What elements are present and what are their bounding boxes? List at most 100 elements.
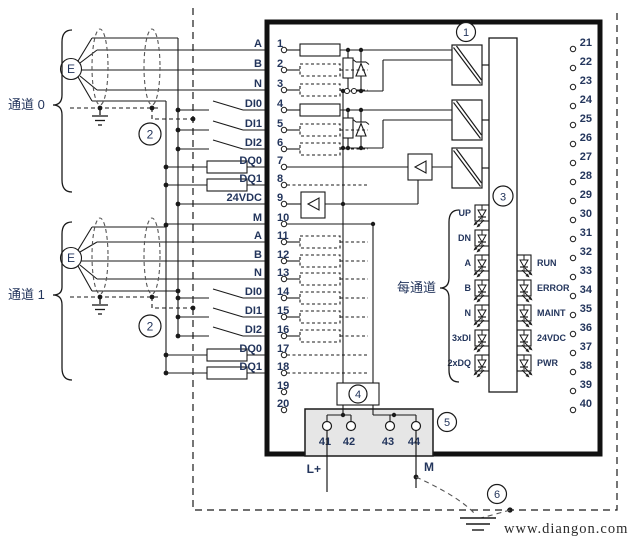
terminal-circle-38: [569, 368, 577, 376]
external-components: [166, 100, 265, 380]
terminal-label-8: DQ1: [239, 173, 262, 185]
terminal-circle-14: [280, 294, 288, 302]
terminal-label-18: DQ1: [239, 361, 262, 373]
input-filter-box-dashed: [299, 254, 341, 268]
pin-number-39: 39: [580, 379, 592, 391]
encoder0-label: E: [67, 62, 75, 76]
channel0-label: 通道 0: [8, 97, 45, 112]
led-label-MAINT: MAINT: [537, 308, 566, 318]
callout-5: 5: [444, 417, 450, 429]
power-terminal-44: 44: [408, 436, 421, 448]
pin-number-17: 17: [277, 343, 289, 355]
per-channel-label: 每通道: [397, 280, 436, 295]
ground-symbol-ch1: [92, 297, 108, 315]
terminal-label-9: 24VDC: [227, 192, 263, 204]
pin-number-2: 2: [277, 58, 283, 70]
pin-number-7: 7: [277, 155, 283, 167]
pin-number-9: 9: [277, 192, 283, 204]
terminal-circle-11: [280, 238, 288, 246]
pin-number-4: 4: [277, 98, 284, 110]
callout-3: 3: [500, 192, 506, 204]
pin-number-18: 18: [277, 361, 289, 373]
pin-number-22: 22: [580, 56, 592, 68]
wire: [212, 120, 244, 131]
input-filter-box-dashed: [299, 272, 341, 286]
terminal-label-16: DI2: [245, 324, 262, 336]
terminal-circle-6: [280, 145, 288, 153]
wire: [212, 326, 244, 337]
terminal-circle-7: [280, 163, 288, 171]
pin-number-10: 10: [277, 212, 289, 224]
pin-number-8: 8: [277, 173, 283, 185]
channel1-encoder: [59, 226, 265, 292]
left-terminal-pins: 1A2B3N4DI05DI16DI27DQ08DQ1924VDC10M11A12…: [227, 38, 290, 414]
wire: [212, 100, 244, 111]
callout-6: 6: [494, 489, 500, 501]
pin-number-15: 15: [277, 305, 289, 317]
link-circle-b: [351, 88, 357, 94]
terminal-circle-31: [569, 235, 577, 243]
terminal-circle-8: [280, 181, 288, 189]
power-dot-right: [391, 412, 397, 418]
terminal-circle-33: [569, 273, 577, 281]
led-label-ERROR: ERROR: [537, 283, 570, 293]
terminal-circle-5: [280, 126, 288, 134]
terminal-label-10: M: [253, 212, 262, 224]
power-dot-left: [340, 412, 346, 418]
pin-number-40: 40: [580, 398, 592, 410]
power-terminal-numbers: 41 42 43 44: [319, 436, 421, 448]
power-terminal-42: 42: [343, 436, 355, 448]
input-filter-box: [299, 103, 341, 117]
pin-number-21: 21: [580, 37, 592, 49]
led-label-A: A: [465, 258, 472, 268]
terminal-circle-40: [569, 406, 577, 414]
braces: [52, 29, 460, 383]
terminal-label-12: B: [254, 249, 262, 261]
terminal-circle-22: [569, 64, 577, 72]
outer-ground-boundary: [192, 8, 618, 511]
input-filter-box-dashed: [299, 142, 341, 156]
sensor-supply-driver: [287, 191, 418, 219]
power-terminal-block: [304, 408, 434, 457]
l-plus-label: L+: [307, 462, 321, 476]
pin-number-35: 35: [580, 303, 592, 315]
input-filter-box-dashed: [299, 310, 341, 324]
pin-number-38: 38: [580, 360, 592, 372]
encoder1-label: E: [67, 251, 75, 265]
shield-dot-ch1-b: [149, 294, 155, 300]
pin-number-31: 31: [580, 227, 592, 239]
power-terminal-43: 43: [382, 436, 394, 448]
pin-number-1: 1: [277, 38, 283, 50]
pin-number-6: 6: [277, 137, 283, 149]
terminal-circle-32: [569, 254, 577, 262]
terminal-circle-16: [280, 332, 288, 340]
terminal-label-1: A: [254, 38, 262, 50]
pin-number-14: 14: [277, 286, 290, 298]
terminal-circle-34: [569, 292, 577, 300]
callout-2-ch1: 2: [147, 320, 154, 334]
terminal-circle-4: [280, 106, 288, 114]
channel1-label: 通道 1: [8, 287, 45, 302]
power-terminal-41: 41: [319, 436, 331, 448]
input-filter-box-dashed: [299, 329, 341, 343]
terminal-circle-13: [280, 275, 288, 283]
terminal-circle-10: [280, 220, 288, 228]
terminal-circle-37: [569, 349, 577, 357]
input-filter-box-dashed: [299, 83, 341, 97]
callout-4: 4: [355, 389, 361, 401]
wire: [212, 288, 244, 299]
m-label: M: [424, 460, 434, 474]
led-label-N: N: [465, 308, 472, 318]
pin-number-5: 5: [277, 118, 283, 130]
pin-number-16: 16: [277, 324, 289, 336]
terminal-label-3: N: [254, 78, 262, 90]
pin-number-30: 30: [580, 208, 592, 220]
isolation-blocks: [451, 44, 489, 189]
terminal-circle-20: [280, 406, 288, 414]
terminal-circle-19: [280, 388, 288, 396]
channel0-encoder: [59, 37, 265, 102]
led-label-PWR: PWR: [537, 358, 558, 368]
terminal-circle-23: [569, 83, 577, 91]
